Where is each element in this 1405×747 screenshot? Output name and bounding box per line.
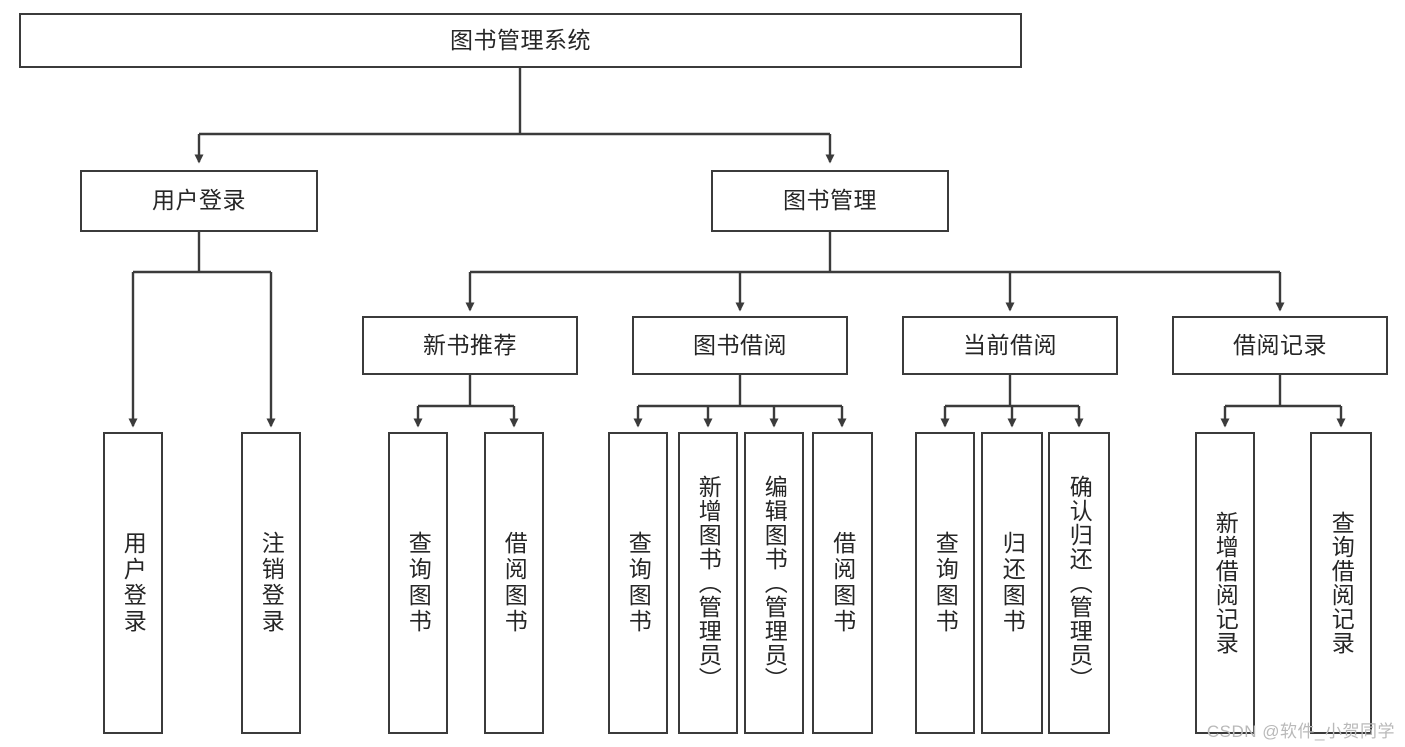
node-current-borrow[interactable]: 当前借阅 — [902, 316, 1118, 375]
node-leaf-borrow-book-label: 借阅图书 — [829, 531, 856, 635]
node-leaf-recommend-borrow-book-label: 借阅图书 — [501, 531, 528, 635]
node-leaf-logout[interactable]: 注销登录 — [241, 432, 301, 734]
node-leaf-current-query-book-label: 查询图书 — [932, 531, 959, 635]
node-leaf-return-book-label: 归还图书 — [999, 531, 1026, 635]
node-leaf-query-borrow-record-label: 查询借阅记录 — [1328, 511, 1355, 655]
node-book-manage[interactable]: 图书管理 — [711, 170, 949, 232]
node-borrow-record[interactable]: 借阅记录 — [1172, 316, 1388, 375]
node-user-login-label: 用户登录 — [152, 187, 246, 214]
node-leaf-return-book[interactable]: 归还图书 — [981, 432, 1043, 734]
node-borrow-record-label: 借阅记录 — [1233, 331, 1327, 358]
node-book-manage-label: 图书管理 — [783, 187, 877, 214]
node-leaf-query-borrow-record[interactable]: 查询借阅记录 — [1310, 432, 1372, 734]
node-leaf-edit-book-admin[interactable]: 编辑图书（管理员） — [744, 432, 804, 734]
node-current-borrow-label: 当前借阅 — [963, 331, 1057, 358]
node-leaf-add-book-admin[interactable]: 新增图书（管理员） — [678, 432, 738, 734]
node-book-borrow[interactable]: 图书借阅 — [632, 316, 848, 375]
node-user-login[interactable]: 用户登录 — [80, 170, 318, 232]
node-leaf-current-query-book[interactable]: 查询图书 — [915, 432, 975, 734]
node-leaf-confirm-return-admin-label: 确认归还（管理员） — [1066, 475, 1093, 691]
node-leaf-recommend-query-book[interactable]: 查询图书 — [388, 432, 448, 734]
node-leaf-recommend-query-book-label: 查询图书 — [405, 531, 432, 635]
node-root[interactable]: 图书管理系统 — [19, 13, 1022, 68]
node-leaf-add-book-admin-label: 新增图书（管理员） — [695, 475, 722, 691]
node-leaf-user-login[interactable]: 用户登录 — [103, 432, 163, 734]
node-leaf-edit-book-admin-label: 编辑图书（管理员） — [761, 475, 788, 691]
node-leaf-borrow-query-book[interactable]: 查询图书 — [608, 432, 668, 734]
node-leaf-add-borrow-record[interactable]: 新增借阅记录 — [1195, 432, 1255, 734]
node-leaf-confirm-return-admin[interactable]: 确认归还（管理员） — [1048, 432, 1110, 734]
node-new-book-recommend-label: 新书推荐 — [423, 331, 517, 358]
node-book-borrow-label: 图书借阅 — [693, 331, 787, 358]
node-leaf-add-borrow-record-label: 新增借阅记录 — [1212, 511, 1239, 655]
node-root-label: 图书管理系统 — [450, 26, 591, 53]
node-leaf-borrow-query-book-label: 查询图书 — [625, 531, 652, 635]
node-leaf-user-login-label: 用户登录 — [120, 531, 147, 635]
csdn-watermark: CSDN @软件_小贺同学 — [1206, 722, 1395, 741]
node-new-book-recommend[interactable]: 新书推荐 — [362, 316, 578, 375]
node-leaf-recommend-borrow-book[interactable]: 借阅图书 — [484, 432, 544, 734]
node-leaf-logout-label: 注销登录 — [258, 531, 285, 635]
node-leaf-borrow-book[interactable]: 借阅图书 — [812, 432, 873, 734]
